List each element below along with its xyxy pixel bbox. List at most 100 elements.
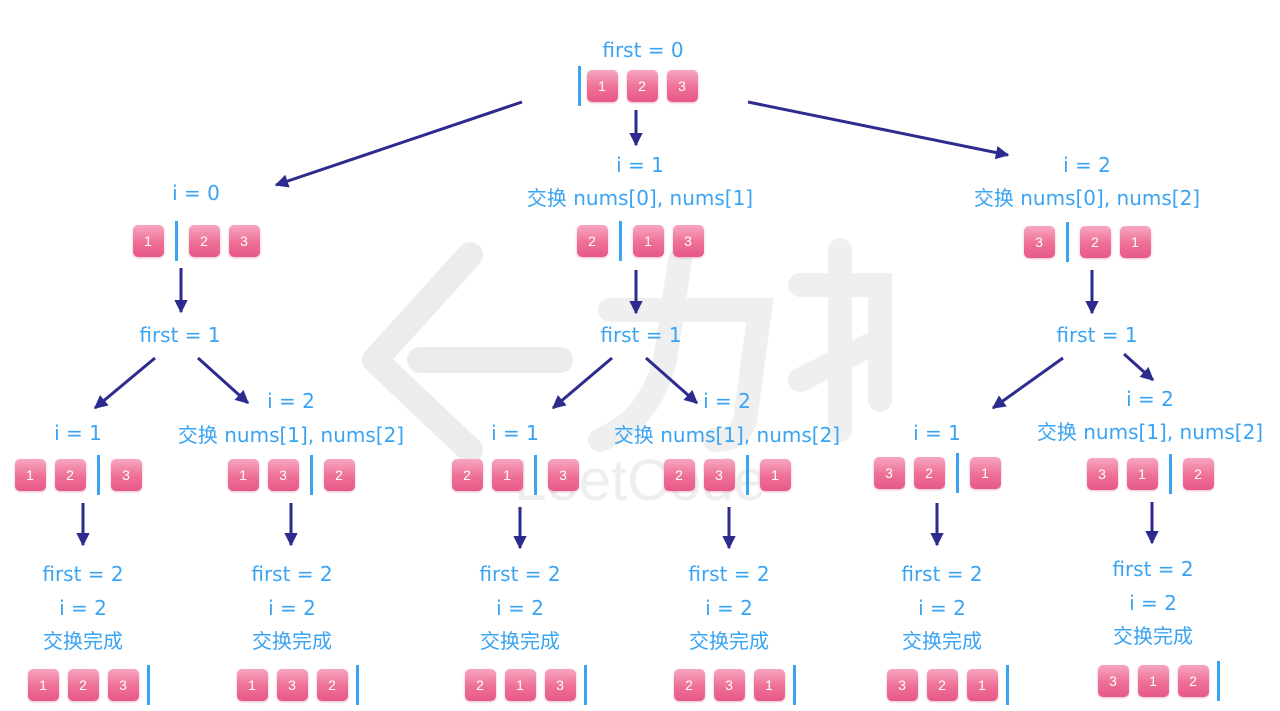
divider-bar bbox=[956, 453, 959, 493]
array-cell: 1 bbox=[504, 669, 536, 701]
array-cell: 3 bbox=[1097, 665, 1129, 697]
array-cell: 2 bbox=[451, 459, 483, 491]
tree-arrow bbox=[1122, 352, 1155, 382]
index-label: i = 2 bbox=[705, 596, 753, 620]
index-label: i = 2 bbox=[59, 596, 107, 620]
array-cell: 3 bbox=[544, 669, 576, 701]
array-cell: 2 bbox=[1182, 458, 1214, 490]
divider-bar bbox=[746, 455, 749, 495]
first-label: first = 1 bbox=[1056, 323, 1138, 347]
array-cell: 3 bbox=[276, 669, 308, 701]
index-label: i = 1 bbox=[491, 421, 539, 445]
tree-arrow bbox=[93, 356, 156, 410]
index-label: i = 2 bbox=[496, 596, 544, 620]
index-label: i = 2 bbox=[1063, 153, 1111, 177]
done-label: 交换完成 bbox=[252, 629, 332, 653]
array-cell: 2 bbox=[323, 459, 355, 491]
array-cell: 2 bbox=[926, 669, 958, 701]
index-label: i = 1 bbox=[54, 421, 102, 445]
leetcode-logo-icon bbox=[362, 242, 573, 463]
swap-label: 交换 nums[1], nums[2] bbox=[177, 423, 405, 447]
array-cell: 3 bbox=[672, 225, 704, 257]
first-label: first = 2 bbox=[251, 562, 333, 586]
divider-bar bbox=[146, 665, 150, 705]
array-cell: 2 bbox=[464, 669, 496, 701]
array-cell: 3 bbox=[703, 459, 735, 491]
done-label: 交换完成 bbox=[902, 629, 982, 653]
array-cell: 2 bbox=[663, 459, 695, 491]
array-cell: 1 bbox=[491, 459, 523, 491]
array-cell: 2 bbox=[673, 669, 705, 701]
divider-bar bbox=[310, 455, 313, 495]
array-cell: 1 bbox=[1126, 458, 1158, 490]
divider-bar bbox=[1216, 661, 1220, 701]
array-cell: 3 bbox=[873, 457, 905, 489]
array-cell: 3 bbox=[547, 459, 579, 491]
swap-label: 交换 nums[1], nums[2] bbox=[613, 423, 841, 447]
array-cell: 1 bbox=[132, 225, 164, 257]
divider-bar bbox=[97, 455, 100, 495]
first-label: first = 2 bbox=[479, 562, 561, 586]
divider-bar bbox=[577, 66, 581, 106]
first-label: first = 1 bbox=[600, 323, 682, 347]
array-cell: 3 bbox=[1023, 226, 1055, 258]
swap-label: 交换 nums[1], nums[2] bbox=[1036, 420, 1264, 444]
tree-arrow bbox=[991, 356, 1064, 410]
done-label: 交换完成 bbox=[1113, 624, 1193, 648]
done-label: 交换完成 bbox=[689, 629, 769, 653]
array-cell: 2 bbox=[626, 70, 658, 102]
array-cell: 2 bbox=[1079, 226, 1111, 258]
index-label: i = 2 bbox=[268, 596, 316, 620]
array-cell: 1 bbox=[966, 669, 998, 701]
tree-arrow bbox=[551, 356, 613, 410]
divider-bar bbox=[175, 221, 178, 261]
array-cell: 1 bbox=[1119, 226, 1151, 258]
array-cell: 2 bbox=[67, 669, 99, 701]
first-label: first = 2 bbox=[42, 562, 124, 586]
tree-arrow bbox=[196, 356, 250, 405]
array-cell: 3 bbox=[666, 70, 698, 102]
array-cell: 2 bbox=[54, 459, 86, 491]
array-cell: 3 bbox=[1086, 458, 1118, 490]
first-label: first = 1 bbox=[139, 323, 221, 347]
divider-bar bbox=[619, 221, 622, 261]
array-cell: 2 bbox=[1177, 665, 1209, 697]
done-label: 交换完成 bbox=[480, 629, 560, 653]
array-cell: 2 bbox=[316, 669, 348, 701]
first-label: first = 2 bbox=[688, 562, 770, 586]
array-cell: 1 bbox=[14, 459, 46, 491]
array-cell: 3 bbox=[886, 669, 918, 701]
array-cell: 2 bbox=[913, 457, 945, 489]
array-cell: 3 bbox=[267, 459, 299, 491]
array-cell: 1 bbox=[632, 225, 664, 257]
tree-arrow bbox=[274, 100, 523, 188]
watermark-glyphs bbox=[588, 238, 892, 452]
array-cell: 3 bbox=[228, 225, 260, 257]
array-cell: 3 bbox=[110, 459, 142, 491]
array-cell: 1 bbox=[236, 669, 268, 701]
swap-label: 交换 nums[0], nums[2] bbox=[973, 186, 1201, 210]
array-cell: 2 bbox=[576, 225, 608, 257]
first-label: first = 2 bbox=[1112, 557, 1194, 581]
divider-bar bbox=[583, 665, 587, 705]
index-label: i = 1 bbox=[913, 421, 961, 445]
index-label: i = 2 bbox=[267, 389, 315, 413]
array-cell: 1 bbox=[27, 669, 59, 701]
first-label: first = 2 bbox=[901, 562, 983, 586]
array-cell: 1 bbox=[227, 459, 259, 491]
index-label: i = 2 bbox=[1126, 387, 1174, 411]
divider-bar bbox=[1169, 454, 1172, 494]
index-label: i = 2 bbox=[703, 389, 751, 413]
array-cell: 3 bbox=[107, 669, 139, 701]
divider-bar bbox=[534, 455, 537, 495]
array-cell: 1 bbox=[753, 669, 785, 701]
done-label: 交换完成 bbox=[43, 629, 123, 653]
index-label: i = 2 bbox=[918, 596, 966, 620]
divider-bar bbox=[355, 665, 359, 705]
tree-arrow bbox=[645, 356, 699, 405]
divider-bar bbox=[1066, 222, 1069, 262]
array-cell: 2 bbox=[188, 225, 220, 257]
